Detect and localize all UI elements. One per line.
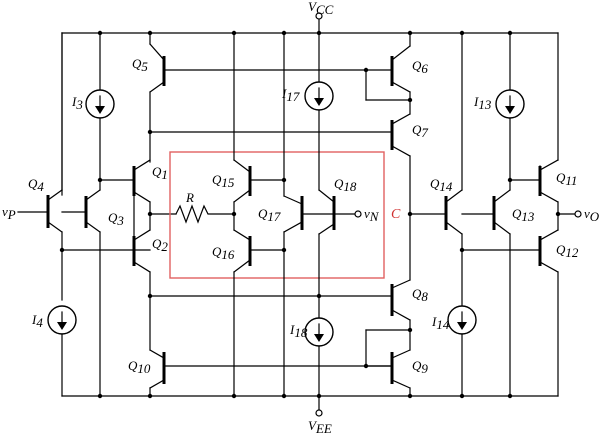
q9-label: Q9 (412, 358, 428, 376)
transistor-labels: Q4 Q3 Q1 Q2 Q5 Q6 Q7 Q8 Q9 Q10 Q11 Q12 Q… (28, 56, 579, 376)
q18-label: Q18 (334, 176, 357, 194)
resistor-r (175, 204, 235, 224)
q3-label: Q3 (108, 210, 124, 228)
vcc-terminal[interactable] (315, 12, 323, 20)
i18-label: I18 (289, 322, 308, 340)
center-stage (231, 30, 357, 399)
i14-label: I14 (431, 314, 450, 332)
terminal-labels: vP vN vO C R (2, 190, 600, 224)
vcc-rail (61, 12, 559, 34)
q11-label: Q11 (556, 170, 577, 188)
i3-label: I3 (71, 94, 83, 112)
source-labels: I3 I4 I13 I14 I17 I18 (31, 86, 492, 340)
supply-labels: VCC VEE (308, 0, 334, 433)
vee-rail (61, 395, 559, 417)
vee-terminal[interactable] (315, 409, 323, 417)
vcc-label: VCC (308, 0, 334, 17)
q8-label: Q8 (412, 286, 428, 304)
q4-label: Q4 (28, 176, 44, 194)
q7-label: Q7 (412, 122, 428, 140)
q1-label: Q1 (152, 164, 168, 182)
q2-label: Q2 (152, 236, 168, 254)
vp-label: vP (2, 204, 16, 222)
q15-label: Q15 (212, 172, 235, 190)
q6-label: Q6 (412, 58, 428, 76)
i13-label: I13 (473, 94, 492, 112)
q14-label: Q14 (430, 176, 453, 194)
q13-label: Q13 (512, 206, 535, 224)
vn-terminal[interactable] (354, 210, 362, 218)
q12-label: Q12 (556, 242, 579, 260)
output-stage (444, 30, 582, 399)
q10-label: Q10 (128, 358, 151, 376)
vee-label: VEE (308, 418, 332, 433)
vo-terminal[interactable] (574, 210, 582, 218)
q5-label: Q5 (132, 56, 148, 74)
resistor-label: R (185, 190, 194, 205)
q16-label: Q16 (212, 244, 235, 262)
left-column (132, 30, 393, 399)
i17-label: I17 (281, 86, 300, 104)
q17-label: Q17 (258, 206, 281, 224)
right-bias-column (363, 30, 447, 399)
vo-label: vO (584, 206, 600, 224)
i4-label: I4 (31, 312, 43, 330)
left-stage (17, 30, 151, 399)
vn-label: vN (364, 206, 380, 224)
center-column (304, 30, 362, 399)
node-c-label: C (391, 207, 401, 222)
highlight-box (169, 151, 385, 279)
